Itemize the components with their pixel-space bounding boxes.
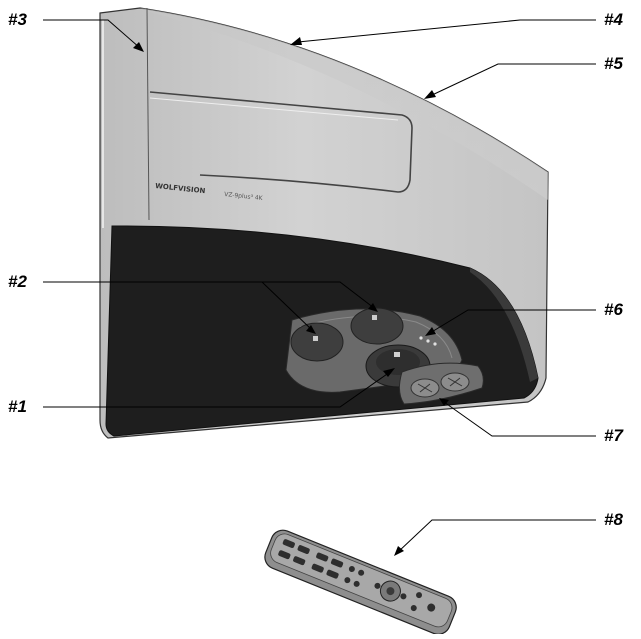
- callout-label-4: #4: [604, 10, 623, 29]
- light-module: [398, 362, 484, 405]
- callout-label-8: #8: [604, 510, 623, 529]
- leader-line-2b: [261, 281, 313, 331]
- right-sensor: [350, 307, 404, 345]
- callout-label-5: #5: [604, 54, 623, 73]
- leader-line-8: [397, 519, 596, 553]
- leader-line-1: [43, 371, 391, 408]
- leader-line-7: [443, 401, 596, 437]
- callout-label-3: #3: [8, 10, 27, 29]
- left-sensor: [290, 322, 344, 362]
- leader-line-4: [297, 19, 596, 43]
- leader-lines: [43, 19, 596, 556]
- leader-line-6: [429, 309, 596, 334]
- indicator-led: [419, 336, 423, 340]
- body-seam: [146, 7, 150, 221]
- leader-line-3: [43, 19, 141, 49]
- model-label-text: VZ-9plus³ 4K: [224, 191, 264, 202]
- leader-line-2a: [43, 281, 375, 309]
- leader-line-5: [429, 63, 596, 97]
- callout-label-1: #1: [8, 397, 27, 416]
- front-panel-groove: [149, 91, 413, 193]
- callout-label-2: #2: [8, 272, 27, 291]
- callout-label-7: #7: [604, 426, 623, 445]
- remote-control: [264, 529, 457, 635]
- callout-label-6: #6: [604, 300, 623, 319]
